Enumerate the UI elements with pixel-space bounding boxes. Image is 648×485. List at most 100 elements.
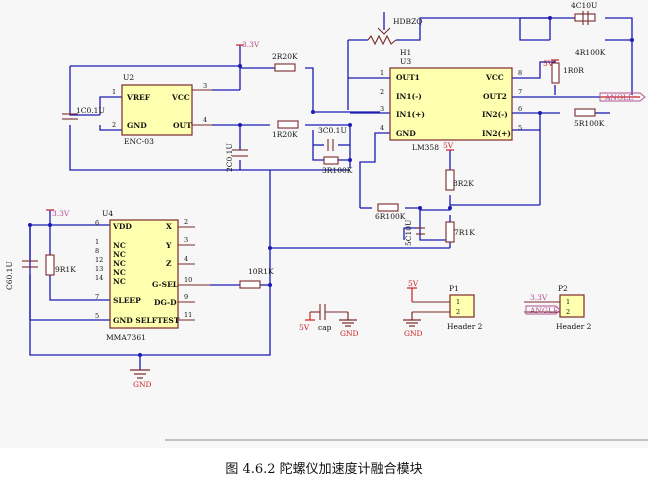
u2-pin-out: OUT <box>173 121 192 130</box>
gnd-cap-label: GND <box>340 329 359 338</box>
u4-pin-nc1: NC <box>113 241 126 250</box>
r3-label: 3R100K <box>322 166 353 175</box>
u3-pin-in1m: IN1(-) <box>396 92 422 101</box>
u4-pin-gnd-selftest: GND SELFTEST <box>113 316 180 325</box>
capacitor-5c: 5C10U <box>404 220 425 246</box>
u2-label: U2 <box>123 73 134 82</box>
u4-pin1: 1 <box>95 238 99 246</box>
u3-pin-out1: OUT1 <box>396 73 420 82</box>
r2-label: 2R20K <box>272 52 298 61</box>
u3-pin2: 2 <box>380 88 384 96</box>
wires <box>29 12 633 370</box>
resistor-9r <box>45 254 55 276</box>
gnd-main-symbol: GND <box>130 369 152 389</box>
junctions <box>28 16 634 357</box>
resistor-8r <box>445 169 455 191</box>
gnd-p1-label: GND <box>404 329 423 338</box>
resistor-2r <box>274 63 296 72</box>
p2-pin1: 1 <box>566 298 570 306</box>
hdbzq-label: HDBZQ <box>393 17 422 26</box>
v33-u4-label: 3.3V <box>52 209 70 218</box>
resistor-6r <box>377 203 399 212</box>
u4-pin-vdd: VDD <box>112 222 132 231</box>
resistor-1r0r <box>551 62 560 84</box>
u4-pin-sleep: SLEEP <box>113 296 141 305</box>
r8-label: 8R2K <box>453 179 474 188</box>
schematic-diagram: U2 VREF VCC GND OUT 1 2 3 4 ENC-03 H1 U3… <box>5 1 648 441</box>
c1-label: 1C0.1U <box>76 106 105 115</box>
c4-label: 4C10U <box>571 1 597 10</box>
angle-out-label: ANGLE <box>604 93 633 102</box>
header-p1-name: Header 2 <box>447 322 483 331</box>
capacitor-cap-legend: cap <box>310 304 348 332</box>
header-p2-name: Header 2 <box>556 322 592 331</box>
resistor-4r <box>574 13 596 22</box>
u2-pin4: 4 <box>203 116 207 124</box>
u3-pin5: 5 <box>518 124 522 132</box>
u4-pin8: 8 <box>95 247 99 255</box>
u4-label: U4 <box>102 209 113 218</box>
u2-part-name: ENC-03 <box>124 137 154 146</box>
u4-pin-nc3: NC <box>113 259 126 268</box>
v33-p2-label: 3.3V <box>530 293 548 302</box>
u3-pin8: 8 <box>518 69 522 77</box>
p2-pin2: 2 <box>566 308 570 316</box>
capacitor-4c: 4C10U <box>571 1 597 25</box>
r4-label: 4R100K <box>575 48 606 57</box>
u4-pin7: 7 <box>95 293 99 301</box>
u4-pin-nc4: NC <box>113 268 126 277</box>
r1r0r-label: 1R0R <box>563 66 584 75</box>
u4-pin5: 5 <box>95 312 99 320</box>
capacitor-c6: C60.1U <box>5 260 38 290</box>
capacitor-1c: 1C0.1U <box>62 106 105 120</box>
v5-p1-label: 5V <box>408 279 419 288</box>
schematic-sheet: U2 VREF VCC GND OUT 1 2 3 4 ENC-03 H1 U3… <box>5 1 648 441</box>
u2-pin-vcc: VCC <box>171 93 190 102</box>
u4-pin14: 14 <box>95 274 103 282</box>
u4-pin-y: Y <box>165 241 172 250</box>
u4-pin6: 6 <box>95 219 99 227</box>
u4-pin-dgd: DG-D <box>154 298 177 307</box>
capacitor-2c: 2C0.1U <box>225 143 248 172</box>
u4-pin13: 13 <box>95 265 103 273</box>
u4-pin11: 11 <box>184 311 192 319</box>
u3-pin7: 7 <box>518 88 522 96</box>
u2-pin2: 2 <box>112 121 116 129</box>
p1-pin1: 1 <box>456 298 460 306</box>
r6-label: 6R100K <box>375 212 406 221</box>
p2-label: P2 <box>558 284 568 293</box>
u4-pin-nc5: NC <box>113 277 126 286</box>
cap-label: cap <box>318 323 332 332</box>
v5-cap-label: 5V <box>299 323 310 332</box>
r1-label: 1R20K <box>272 130 298 139</box>
u2-pin3: 3 <box>203 82 207 90</box>
u4-pin3: 3 <box>184 236 188 244</box>
figure-caption: 图 4.6.2 陀螺仪加速度计融合模块 <box>225 462 423 477</box>
resistor-3r <box>323 156 339 165</box>
u2-pin-vref: VREF <box>126 93 151 102</box>
c3-label: 3C0.1U <box>318 126 347 135</box>
resistors: 2R20K 1R20K 3R100K 4R100K 1R0R 5R100K 8R… <box>45 13 606 289</box>
u3-pin-in2m: IN2(-) <box>482 110 508 119</box>
u3-label: U3 <box>400 57 411 66</box>
resistor-7r <box>445 221 455 243</box>
header-p1: P1 1 2 5V GND Header 2 <box>403 279 483 338</box>
header-p2: P2 1 2 3.3V ANGLE Header 2 <box>524 284 592 331</box>
u4-pin-z: Z <box>166 259 172 268</box>
capacitors: 1C0.1U 2C0.1U 3C0.1U 4C10U 5C10U C60.1U <box>5 1 597 332</box>
u2-pin-gnd: GND <box>127 121 147 130</box>
u4-pin-gsel: G-SEL <box>152 280 179 289</box>
u4-pin9: 9 <box>184 293 188 301</box>
c5-label: 5C10U <box>404 220 413 246</box>
u3-pin-in2p: IN2(+) <box>482 129 511 138</box>
angle-p2-label: ANGLE <box>529 306 558 315</box>
u2-enc03-chip: U2 VREF VCC GND OUT 1 2 3 4 ENC-03 <box>112 73 212 146</box>
p1-pin2: 2 <box>456 308 460 316</box>
capacitor-3c: 3C0.1U <box>318 126 347 151</box>
u3-pin-vcc: VCC <box>485 73 504 82</box>
v33-top-label: 3.3V <box>242 40 260 49</box>
r9-label: 9R1K <box>55 265 76 274</box>
u4-pin-x: X <box>166 222 172 231</box>
u4-pin12: 12 <box>95 256 103 264</box>
u3-lm358-chip: H1 U3 OUT1 IN1(-) IN1(+) GND VCC OUT2 IN… <box>380 48 522 152</box>
